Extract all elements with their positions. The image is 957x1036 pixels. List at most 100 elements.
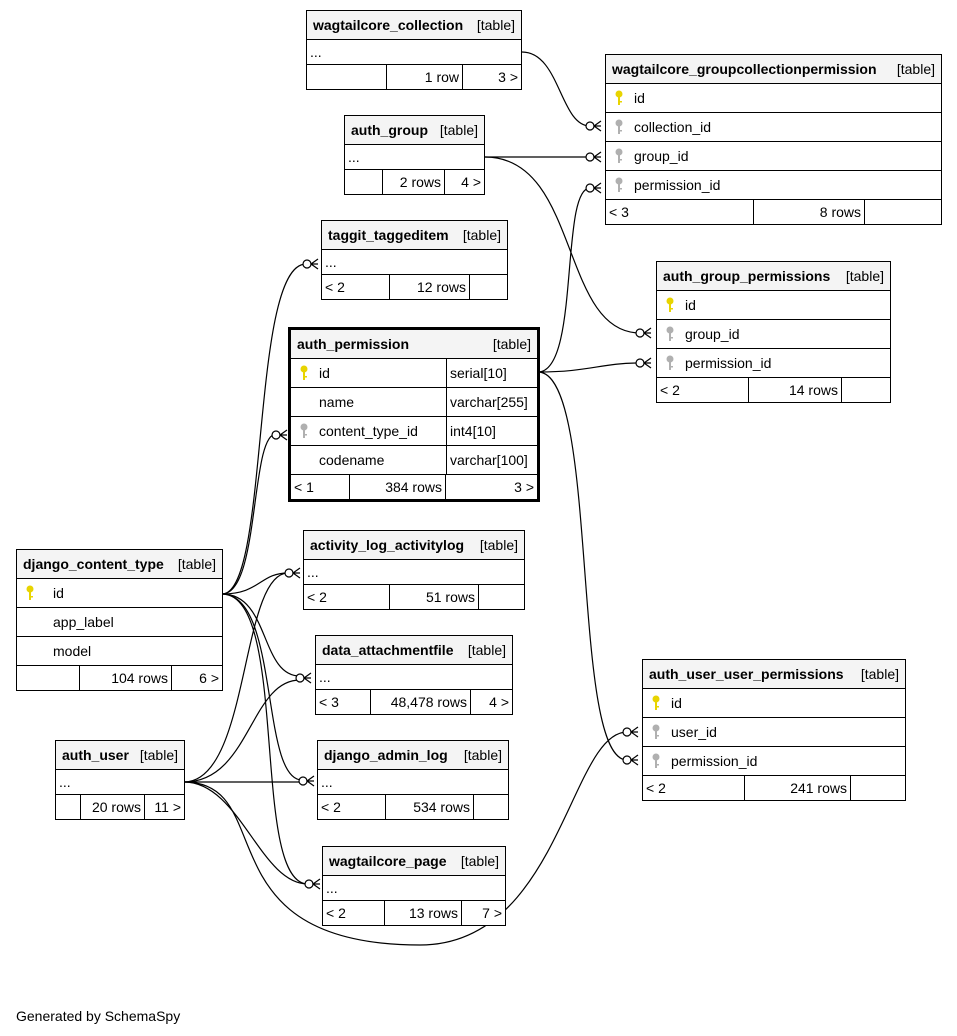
table-django-admin-log[interactable]: django_admin_log [table] ... < 2 534 rows [317, 740, 509, 820]
column-datatype: int4[10] [446, 417, 537, 445]
children-count[interactable] [842, 378, 890, 402]
relation-permission-agp [537, 362, 641, 373]
key-icon [657, 326, 683, 342]
columns-ellipsis: ... [304, 560, 524, 585]
table-name[interactable]: wagtailcore_page [329, 853, 447, 869]
row-count: 51 rows [390, 585, 479, 609]
table-auth-group-permissions[interactable]: auth_group_permissions [table] id group_i… [656, 261, 891, 403]
column-row[interactable]: id [606, 84, 941, 113]
table-name[interactable]: wagtailcore_collection [313, 17, 464, 33]
table-auth-group[interactable]: auth_group[table] ... 2 rows 4 > [344, 115, 485, 195]
parents-count[interactable] [345, 170, 383, 194]
table-auth-user-user-permissions[interactable]: auth_user_user_permissions [table] id use… [642, 659, 906, 801]
children-count[interactable]: 7 > [482, 905, 502, 921]
column-row[interactable]: id [657, 291, 890, 320]
parents-count[interactable]: < 2 [643, 776, 745, 800]
column-row[interactable]: group_id [606, 142, 941, 171]
table-name[interactable]: auth_user [62, 747, 129, 763]
children-count[interactable]: 3 > [514, 479, 534, 495]
relation-user-page [183, 781, 309, 885]
column-row[interactable]: permission_id [643, 747, 905, 776]
column-row[interactable]: group_id [657, 320, 890, 349]
table-taggit-taggeditem[interactable]: taggit_taggeditem[table] ... < 2 12 rows [321, 220, 508, 300]
column-datatype: varchar[100] [446, 446, 537, 474]
table-wagtailcore-groupcollectionpermission[interactable]: wagtailcore_groupcollectionpermission [ta… [605, 54, 942, 225]
row-count: 384 rows [350, 475, 446, 499]
children-count[interactable]: 11 > [154, 799, 181, 815]
table-type: [table] [896, 61, 935, 77]
table-name[interactable]: wagtailcore_groupcollectionpermission [612, 61, 877, 77]
table-django-content-type[interactable]: django_content_type[table] id app_label … [16, 549, 223, 691]
parents-count[interactable]: < 3 [316, 690, 371, 714]
key-icon [606, 119, 632, 135]
table-auth-user[interactable]: auth_user[table] ... 20 rows 11 > [55, 740, 185, 820]
row-count: 8 rows [754, 200, 865, 224]
table-data-attachmentfile[interactable]: data_attachmentfile[table] ... < 3 48,47… [315, 635, 513, 715]
table-type: [table] [845, 268, 884, 284]
key-icon [657, 355, 683, 371]
children-count[interactable]: 4 > [461, 174, 481, 190]
column-row[interactable]: permission_id [606, 171, 941, 200]
row-count: 241 rows [745, 776, 851, 800]
table-name[interactable]: auth_group_permissions [663, 268, 831, 284]
parents-count[interactable]: < 2 [323, 901, 385, 925]
column-row[interactable]: collection_id [606, 113, 941, 142]
key-icon [17, 585, 43, 601]
table-name[interactable]: django_admin_log [324, 747, 448, 763]
children-count[interactable] [474, 795, 508, 819]
columns-ellipsis: ... [307, 40, 521, 65]
key-icon [657, 297, 683, 313]
table-name[interactable]: auth_permission [297, 336, 410, 352]
row-count: 20 rows [81, 795, 145, 819]
parents-count[interactable] [307, 65, 387, 89]
column-row[interactable]: user_id [643, 718, 905, 747]
table-type: [table] [439, 122, 478, 138]
parents-count[interactable] [17, 666, 80, 690]
parents-count[interactable]: < 2 [322, 275, 390, 299]
children-count[interactable]: 3 > [498, 69, 518, 85]
relation-collection-gcp [521, 51, 591, 127]
parents-count[interactable]: < 3 [606, 200, 754, 224]
columns-ellipsis: ... [318, 770, 508, 795]
table-name[interactable]: auth_group [351, 122, 428, 138]
relation-ct-attachment [221, 593, 301, 677]
row-count: 534 rows [386, 795, 474, 819]
key-icon [606, 177, 632, 193]
table-type: [table] [463, 747, 502, 763]
column-row[interactable]: id [17, 579, 222, 608]
table-name[interactable]: django_content_type [23, 556, 164, 572]
relation-permission-gcp [537, 187, 591, 373]
table-name[interactable]: taggit_taggeditem [328, 227, 449, 243]
children-count[interactable]: 6 > [199, 670, 219, 686]
table-wagtailcore-collection[interactable]: wagtailcore_collection[table] ... 1 row … [306, 10, 522, 90]
parents-count[interactable] [56, 795, 81, 819]
table-type: [table] [860, 666, 899, 682]
children-count[interactable] [470, 275, 507, 299]
parents-count[interactable]: < 2 [657, 378, 749, 402]
table-name[interactable]: activity_log_activitylog [310, 537, 465, 553]
table-activity-log-activitylog[interactable]: activity_log_activitylog[table] ... < 2 … [303, 530, 525, 610]
key-icon [291, 365, 317, 381]
row-count: 12 rows [390, 275, 470, 299]
parents-count[interactable]: < 2 [304, 585, 390, 609]
children-count[interactable] [479, 585, 524, 609]
parents-count[interactable]: < 2 [318, 795, 386, 819]
column-row[interactable]: app_label [17, 608, 222, 637]
parents-count[interactable]: < 1 [291, 475, 350, 499]
table-name[interactable]: data_attachmentfile [322, 642, 454, 658]
table-name[interactable]: auth_user_user_permissions [649, 666, 844, 682]
table-wagtailcore-page[interactable]: wagtailcore_page[table] ... < 2 13 rows … [322, 846, 506, 926]
children-count[interactable] [851, 776, 905, 800]
columns-ellipsis: ... [56, 770, 184, 795]
children-count[interactable] [865, 200, 941, 224]
column-row[interactable]: model [17, 637, 222, 666]
column-row[interactable]: id [643, 689, 905, 718]
key-icon [643, 724, 669, 740]
column-row[interactable]: permission_id [657, 349, 890, 378]
children-count[interactable]: 4 > [489, 694, 509, 710]
